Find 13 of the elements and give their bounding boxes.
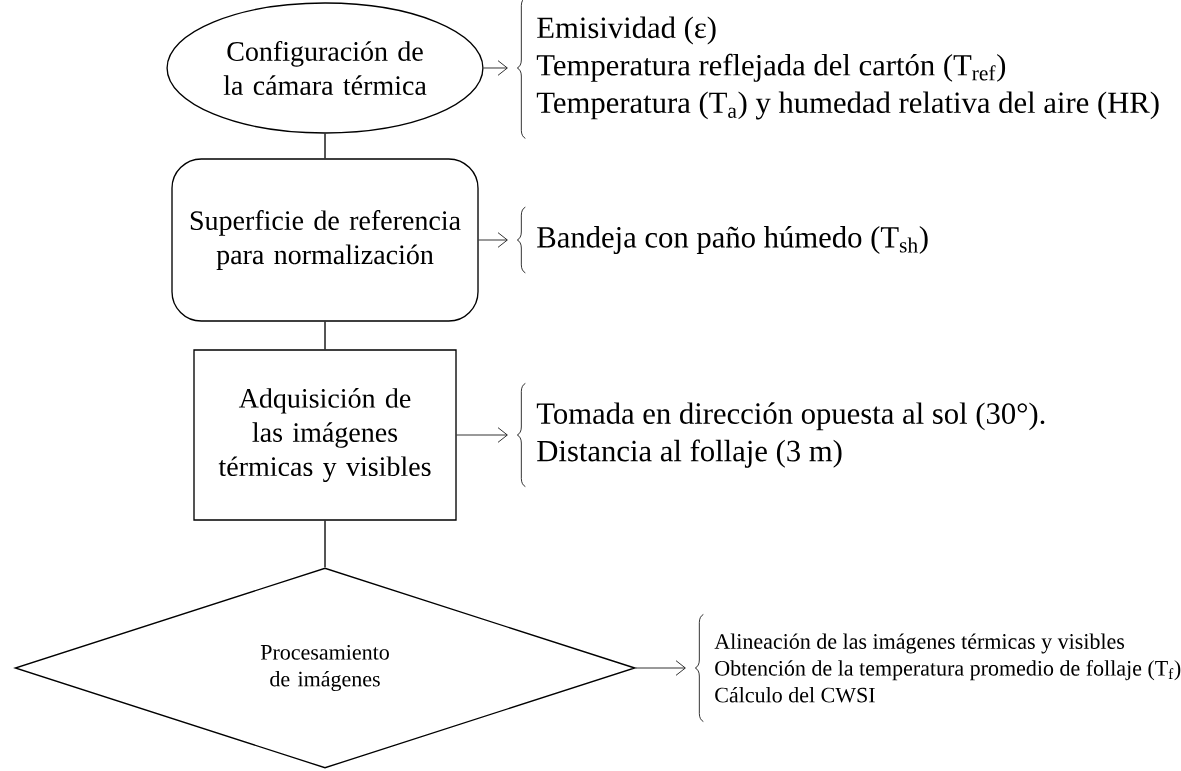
connector-line (324, 133, 326, 159)
arrow (456, 427, 508, 443)
bracketed-list: Alineación de las imágenes térmicas y visibles Obtención de la temperatura promedio de follaje (T$_{f}$) Cálculo del CWSI (694, 614, 1181, 722)
bracketed-list: Tomada en dirección opuesta al sol (30°). Distancia al follaje (3 m) (516, 383, 1045, 487)
connector-line (324, 321, 326, 350)
arrow (635, 660, 686, 676)
process-box: Superficie de referencia para normalización (171, 158, 479, 322)
arrow (478, 232, 508, 248)
bracketed-list: Bandeja con paño húmedo (T$_{sh}$) (516, 206, 928, 274)
connector-line (324, 520, 326, 568)
arrow (483, 60, 508, 76)
bracketed-list: Emisividad (ε) Temperatura reflejada del cartón (T$_{ref}$) Temperatura (T$_{a}$) y humedad relativa del aire (HR) (516, 0, 1159, 139)
process-box: Adquisición de las imágenes térmicas y visibles (193, 349, 457, 521)
